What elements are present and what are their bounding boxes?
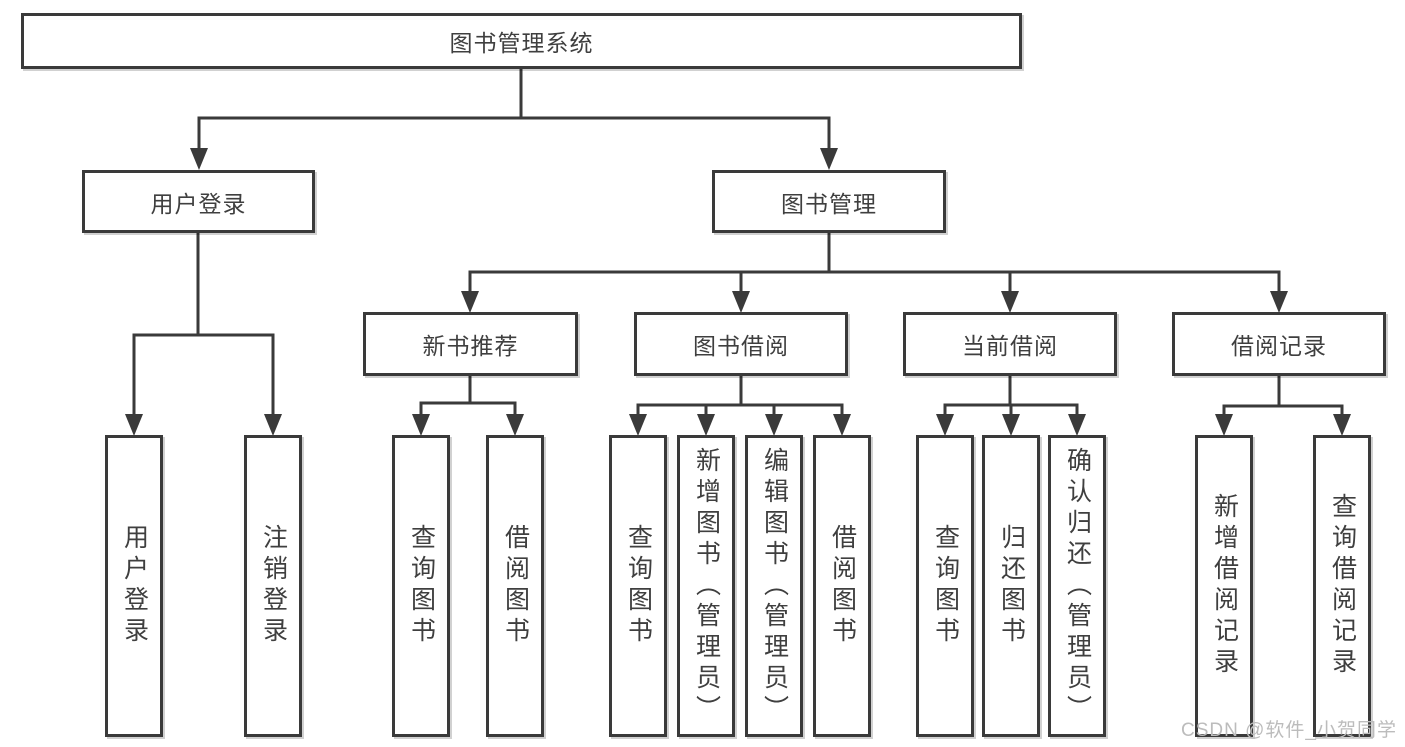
node-book-management-label: 图书管理 (781, 190, 877, 217)
leaf-current-query-book-label: 查询图书 (931, 524, 960, 648)
node-borrow-records-label: 借阅记录 (1231, 333, 1327, 359)
node-user-login: 用户登录 (82, 170, 315, 233)
node-current-borrow-label: 当前借阅 (962, 333, 1058, 359)
leaf-edit-book-admin-label: 编辑图书（管理员） (760, 446, 789, 726)
node-new-book-recommend: 新书推荐 (363, 312, 578, 376)
leaf-borrow-book-label: 借阅图书 (828, 524, 857, 648)
leaf-user-login: 用户登录 (105, 435, 163, 737)
leaf-newbooks-query-book-label: 查询图书 (407, 524, 436, 648)
leaf-edit-book-admin: 编辑图书（管理员） (745, 435, 803, 737)
leaf-newbooks-borrow-book: 借阅图书 (486, 435, 544, 737)
node-new-book-recommend-label: 新书推荐 (422, 333, 519, 359)
node-root: 图书管理系统 (21, 13, 1022, 69)
node-user-login-label: 用户登录 (150, 190, 247, 217)
leaf-newbooks-borrow-book-label: 借阅图书 (501, 524, 530, 648)
leaf-add-book-admin-label: 新增图书（管理员） (692, 446, 721, 726)
node-root-label: 图书管理系统 (449, 30, 594, 56)
leaf-current-query-book: 查询图书 (916, 435, 974, 737)
leaf-query-borrow-record-label: 查询借阅记录 (1328, 493, 1357, 679)
arrowheads (125, 148, 1351, 436)
leaf-add-borrow-record-label: 新增借阅记录 (1210, 493, 1239, 679)
leaf-borrow-book: 借阅图书 (813, 435, 871, 737)
node-borrow-records: 借阅记录 (1172, 312, 1386, 376)
leaf-add-borrow-record: 新增借阅记录 (1195, 435, 1253, 737)
leaf-user-login-label: 用户登录 (120, 524, 149, 648)
leaf-add-book-admin: 新增图书（管理员） (677, 435, 735, 737)
node-book-borrow-label: 图书借阅 (693, 333, 789, 359)
leaf-return-book-label: 归还图书 (997, 524, 1026, 648)
leaf-return-book: 归还图书 (982, 435, 1040, 737)
leaf-logout-label: 注销登录 (259, 524, 288, 648)
leaf-logout: 注销登录 (244, 435, 302, 737)
node-book-borrow: 图书借阅 (634, 312, 848, 376)
leaf-borrow-query-book-label: 查询图书 (624, 524, 653, 648)
leaf-confirm-return-admin: 确认归还（管理员） (1048, 435, 1106, 737)
leaf-borrow-query-book: 查询图书 (609, 435, 667, 737)
csdn-watermark: CSDN @软件_小贺同学 (1181, 720, 1397, 741)
node-current-borrow: 当前借阅 (903, 312, 1117, 376)
leaf-newbooks-query-book: 查询图书 (392, 435, 450, 737)
node-book-management: 图书管理 (712, 170, 946, 233)
leaf-query-borrow-record: 查询借阅记录 (1313, 435, 1371, 737)
leaf-confirm-return-admin-label: 确认归还（管理员） (1063, 446, 1092, 726)
